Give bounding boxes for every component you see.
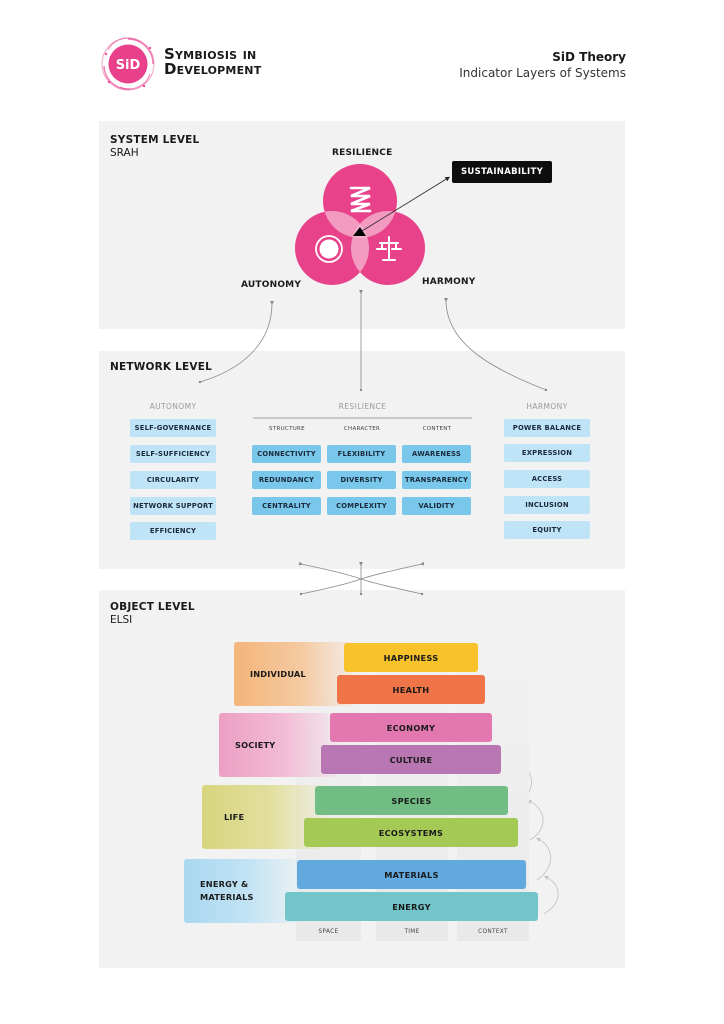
document-title: SiD Theory bbox=[552, 50, 626, 64]
logo-line-1: Symbiosis in bbox=[164, 45, 257, 63]
sustainability-arrow bbox=[361, 176, 451, 232]
layer-materials: MATERIALS bbox=[297, 860, 526, 889]
resilience-divider bbox=[253, 417, 472, 419]
indicator-power-balance: POWER BALANCE bbox=[504, 419, 590, 437]
indicator-expression: EXPRESSION bbox=[504, 444, 590, 462]
indicator-flexibility: FLEXIBILITY bbox=[327, 445, 396, 463]
layer-happiness: HAPPINESS bbox=[344, 643, 478, 672]
group-society: SOCIETY bbox=[219, 713, 339, 777]
sid-logo-mark: SiD bbox=[100, 36, 156, 92]
indicator-access: ACCESS bbox=[504, 470, 590, 488]
indicator-circularity: CIRCULARITY bbox=[130, 471, 216, 489]
logo-wordmark: Symbiosis in Development bbox=[164, 47, 261, 77]
sustainability-box: SUSTAINABILITY bbox=[452, 161, 552, 183]
layer-economy: ECONOMY bbox=[330, 713, 492, 742]
indicator-equity: EQUITY bbox=[504, 521, 590, 539]
layer-ecosystems: ECOSYSTEMS bbox=[304, 818, 518, 847]
sustainability-center-triangle bbox=[353, 227, 366, 236]
autonomy-link-arrow bbox=[198, 300, 275, 384]
layer-health: HEALTH bbox=[337, 675, 485, 704]
axis-space-label: SPACE bbox=[318, 929, 339, 935]
svg-text:SiD: SiD bbox=[116, 58, 141, 73]
indicator-inclusion: INCLUSION bbox=[504, 496, 590, 514]
axis-time-label: TIME bbox=[404, 929, 420, 935]
network-resilience-heading: RESILIENCE bbox=[338, 402, 387, 411]
network-level-title: NETWORK LEVEL bbox=[110, 361, 212, 373]
indicator-centrality: CENTRALITY bbox=[252, 497, 321, 515]
group-life-label: LIFE bbox=[224, 811, 245, 822]
resilience-content-heading: CONTENT bbox=[422, 426, 452, 432]
indicator-diversity: DIVERSITY bbox=[327, 471, 396, 489]
indicator-complexity: COMPLEXITY bbox=[327, 497, 396, 515]
indicator-awareness: AWARENESS bbox=[402, 445, 471, 463]
indicator-transparency: TRANSPARENCY bbox=[402, 471, 471, 489]
harmony-link-arrow bbox=[443, 297, 548, 392]
indicator-self-sufficiency: SELF-SUFFICIENCY bbox=[130, 445, 216, 463]
network-autonomy-heading: AUTONOMY bbox=[149, 402, 197, 411]
indicator-validity: VALIDITY bbox=[402, 497, 471, 515]
indicator-self-governance: SELF-GOVERNANCE bbox=[130, 419, 216, 437]
resilience-label: RESILIENCE bbox=[332, 148, 393, 158]
logo-line-2: Development bbox=[164, 60, 262, 78]
group-individual-label: INDIVIDUAL bbox=[250, 668, 306, 679]
object-level-title: OBJECT LEVEL bbox=[110, 601, 195, 613]
balance-scale-icon bbox=[376, 236, 402, 261]
spring-icon bbox=[349, 186, 372, 213]
resilience-character-heading: CHARACTER bbox=[343, 426, 381, 432]
harmony-label: HARMONY bbox=[422, 277, 476, 287]
spiral-logo-icon: SiD bbox=[101, 37, 155, 91]
layer-species: SPECIES bbox=[315, 786, 508, 815]
layer-energy: ENERGY bbox=[285, 892, 538, 921]
document-header: SiD Theory Indicator Layers of Systems bbox=[459, 49, 626, 81]
group-energy-materials-label-1: ENERGY & bbox=[200, 879, 249, 889]
group-energy-materials: ENERGY & MATERIALS bbox=[184, 859, 304, 923]
layer-culture: CULTURE bbox=[321, 745, 501, 774]
object-level-subtitle: ELSI bbox=[110, 614, 133, 626]
document-subtitle: Indicator Layers of Systems bbox=[459, 66, 626, 80]
indicator-redundancy: REDUNDANCY bbox=[252, 471, 321, 489]
target-circle-icon bbox=[315, 235, 343, 263]
indicator-network-support: NETWORK SUPPORT bbox=[130, 497, 216, 515]
group-individual: INDIVIDUAL bbox=[234, 642, 354, 706]
group-energy-materials-label-2: MATERIALS bbox=[200, 892, 254, 902]
group-society-label: SOCIETY bbox=[235, 739, 276, 750]
system-level-subtitle: SRAH bbox=[110, 147, 139, 159]
network-harmony-heading: HARMONY bbox=[526, 402, 568, 411]
autonomy-label: AUTONOMY bbox=[241, 280, 302, 290]
axis-context-label: CONTEXT bbox=[478, 929, 508, 935]
indicator-connectivity: CONNECTIVITY bbox=[252, 445, 321, 463]
resilience-structure-heading: STRUCTURE bbox=[269, 426, 305, 432]
network-object-link-arrows bbox=[298, 561, 425, 596]
system-level-title: SYSTEM LEVEL bbox=[110, 134, 200, 146]
indicator-efficiency: EFFICIENCY bbox=[130, 522, 216, 540]
